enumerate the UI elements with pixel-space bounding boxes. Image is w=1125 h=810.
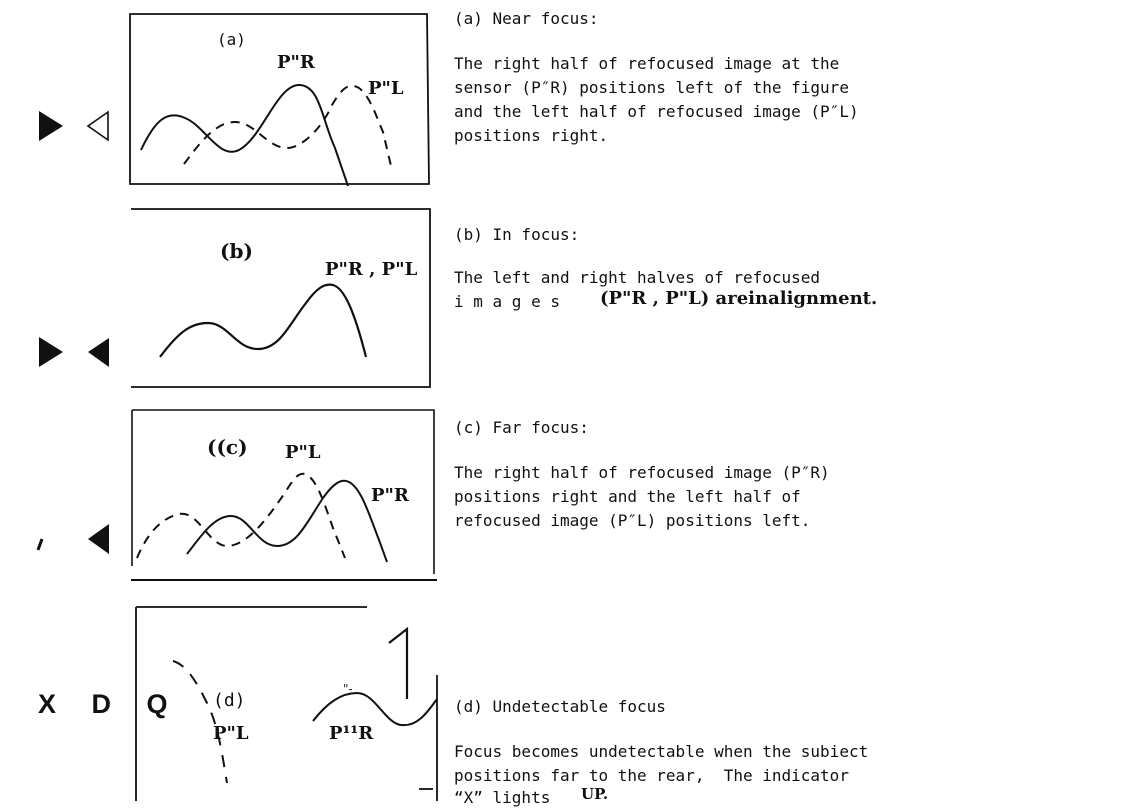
curve-p-r-p-l-aligned [159, 283, 368, 358]
panel-c-label: ((c) [207, 435, 248, 459]
panel-a-curve-label-pr: P"R [277, 52, 315, 73]
indicator-undetectable-focus: X D Q [38, 689, 182, 719]
panel-a-label: (a) [217, 30, 246, 49]
figure-panel-d: (d) "- P"L P¹¹R [131, 603, 443, 803]
panel-b-curve-label: P"R , P"L [325, 259, 418, 280]
description-d-line-3: “X” lights [454, 788, 551, 807]
curve-p-l-dashed [136, 472, 346, 559]
description-b-title: (b) In focus: [454, 225, 580, 244]
description-b-line-2-serif: (P"R , P"L) areinalignment. [600, 288, 878, 309]
panel-a-frame [129, 13, 430, 185]
dim-tick-icon [36, 538, 44, 551]
description-b-line-2-mono: i m a g e s [454, 292, 560, 311]
description-a-line-4: positions right. [454, 126, 609, 145]
description-b-line-1: The left and right halves of refocused [454, 268, 821, 287]
description-d-line-2: positions far to the rear, The indicator [454, 766, 849, 785]
filled-right-triangle-icon [39, 111, 63, 141]
description-d-tail: UP. [581, 785, 609, 803]
figure-panel-b: (b) P"R , P"L [128, 205, 438, 390]
panel-d-corner-label: "- [343, 682, 353, 696]
panel-d-label: (d) [213, 690, 246, 711]
filled-right-triangle-icon [39, 337, 63, 367]
curve-p-r-solid [186, 479, 388, 563]
panel-d-frame-left [135, 606, 367, 801]
panel-c-curve-label-pr: P"R [371, 485, 409, 506]
curve-p-r-solid [140, 83, 349, 187]
description-c-title: (c) Far focus: [454, 418, 589, 437]
description-a-line-3: and the left half of refocused image (P″… [454, 102, 859, 121]
description-a-title: (a) Near focus: [454, 9, 599, 28]
panel-d-curve-label-pl: P"L [213, 723, 249, 744]
figure-panel-c: ((c) P"L P"R [129, 406, 441, 586]
description-a-line-2: sensor (P″R) positions left of the figur… [454, 78, 849, 97]
description-d-line-1: Focus becomes undetectable when the subi… [454, 742, 869, 761]
curve-p-l-dashed [183, 84, 393, 171]
panel-d-curve-label-pr: P¹¹R [329, 723, 374, 744]
panel-b-frame [131, 208, 431, 388]
panel-b-label: (b) [220, 239, 253, 263]
curve-p-r-solid [312, 691, 438, 727]
panel-c-frame [131, 409, 435, 574]
outline-left-triangle-icon [86, 110, 109, 142]
panel-a-curve-label-pl: P"L [368, 78, 404, 99]
filled-left-triangle-icon [88, 338, 109, 367]
filled-left-triangle-icon [88, 524, 109, 554]
figure-panel-a: (a) P"R P"L [127, 10, 437, 190]
description-c-line-3: refocused image (P″L) positions left. [454, 511, 811, 530]
description-c-line-2: positions right and the left half of [454, 487, 801, 506]
description-d-title: (d) Undetectable focus [454, 697, 666, 716]
panel-d-corner-mark [388, 626, 409, 699]
curve-p-l-dashed [172, 660, 228, 784]
description-a-line-1: The right half of refocused image at the [454, 54, 840, 73]
panel-c-curve-label-pl: P"L [285, 442, 321, 463]
description-c-line-1: The right half of refocused image (P″R) [454, 463, 830, 482]
